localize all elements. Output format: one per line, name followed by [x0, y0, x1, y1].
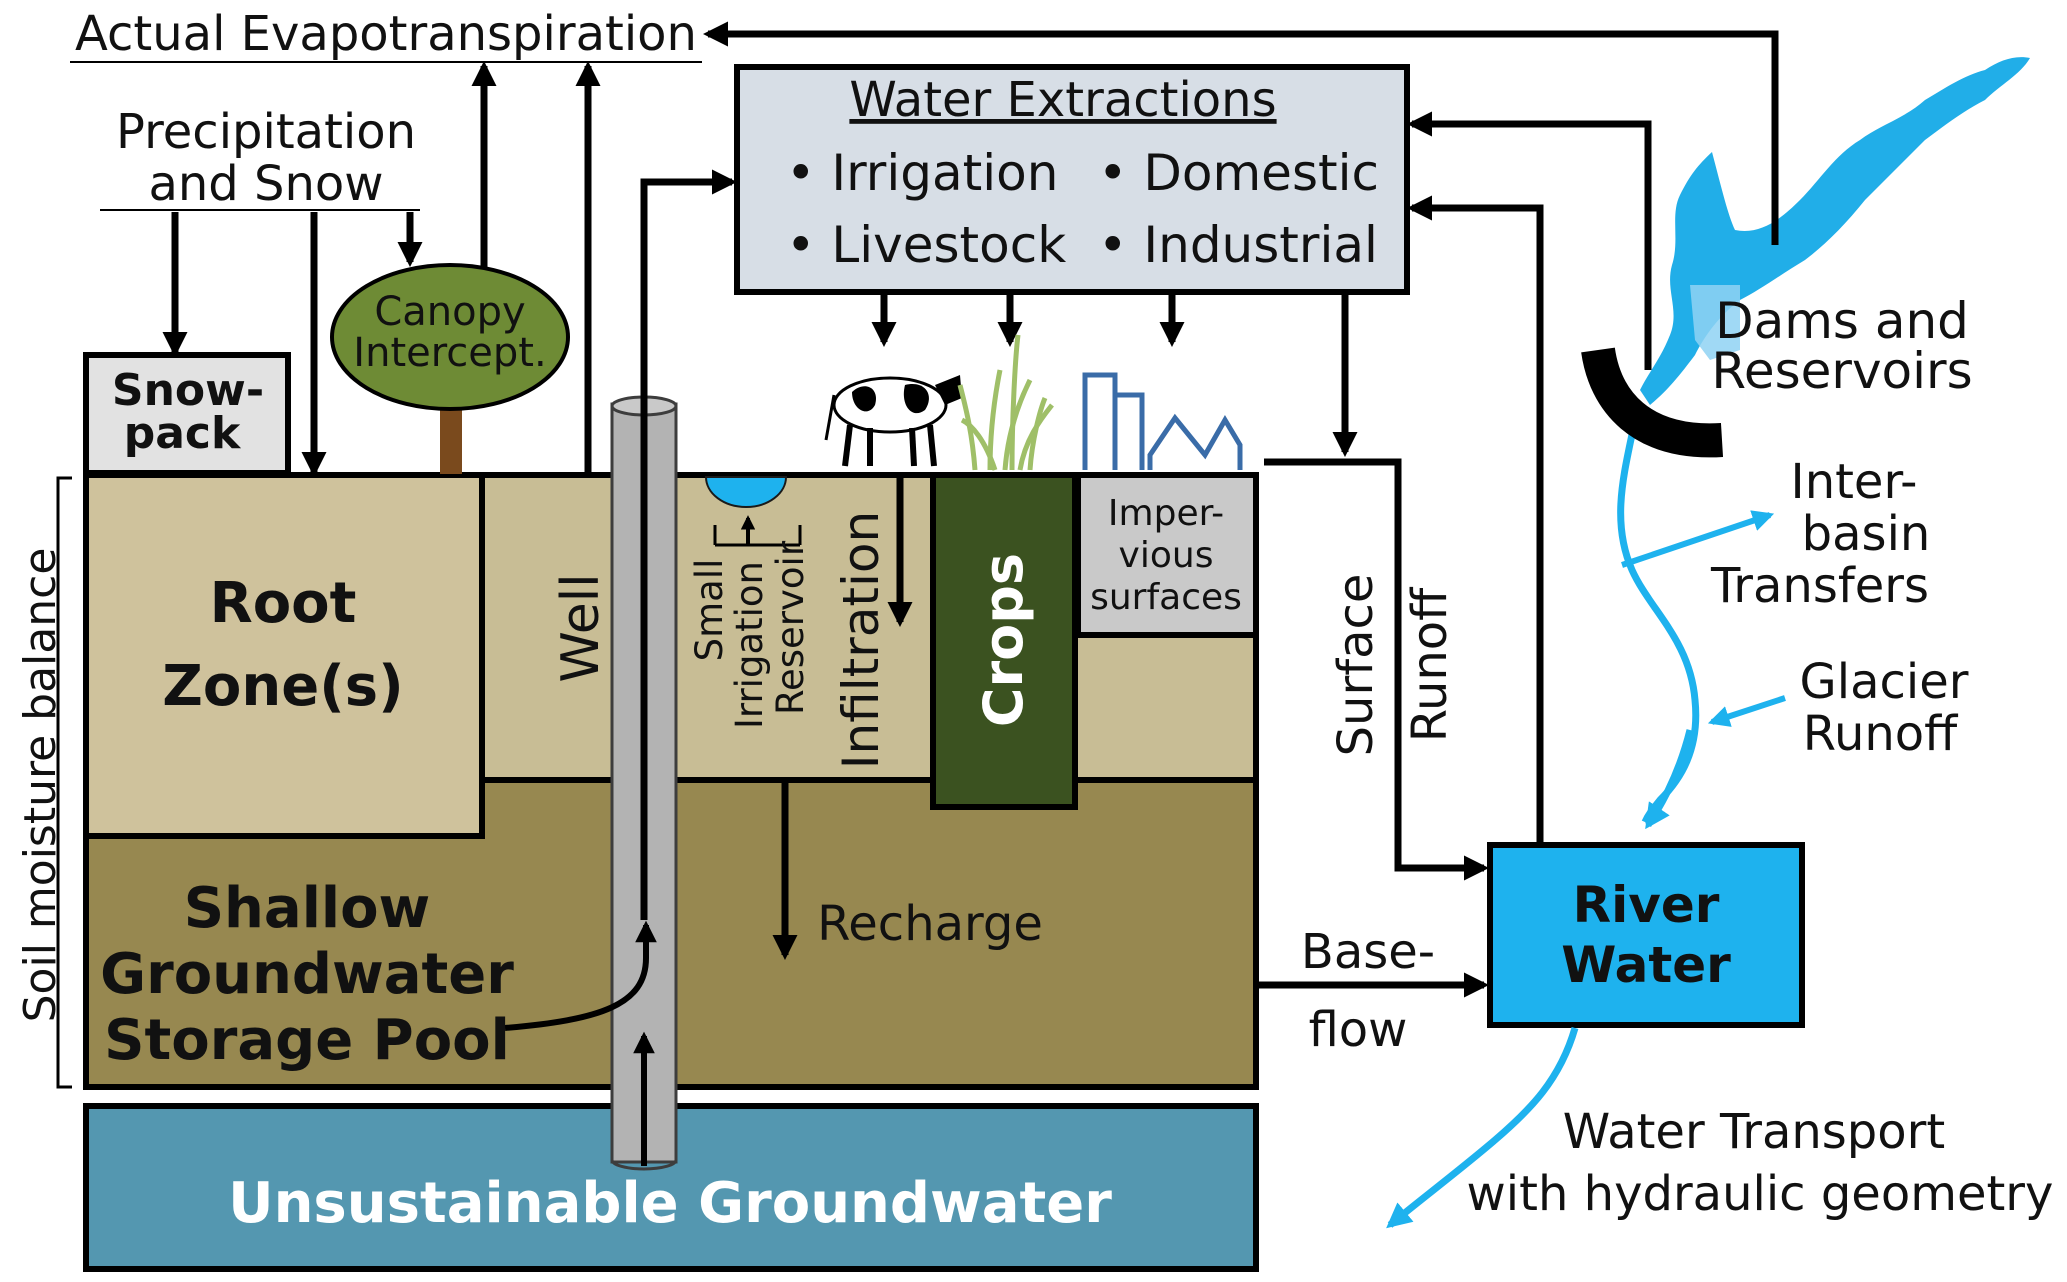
precip-label-1: Precipitation	[116, 104, 416, 160]
surface-runoff-label-1: Surface	[1328, 574, 1384, 757]
water-extractions-title: Water Extractions	[849, 72, 1276, 128]
root-zone-box	[83, 472, 485, 839]
root-zone-label-2: Zone(s)	[162, 654, 403, 719]
interbasin-label-1: Inter-	[1791, 454, 1918, 510]
baseflow-label-1: Base-	[1301, 924, 1435, 980]
soil-moisture-label: Soil moisture balance	[15, 548, 66, 1023]
small-res-label-2: Irrigation	[728, 561, 771, 729]
river-channel	[1617, 419, 1700, 824]
interbasin-label-2: basin	[1802, 506, 1931, 562]
dams-label-2: Reservoirs	[1711, 342, 1972, 400]
extraction-livestock: • Livestock	[786, 216, 1066, 274]
small-res-label-3: Reservoir	[769, 540, 812, 715]
cow-icon	[824, 375, 962, 467]
glacier-label-2: Runoff	[1803, 706, 1958, 762]
extraction-domestic: • Domestic	[1098, 144, 1379, 202]
crops-box	[930, 472, 1078, 810]
actual-et-label: Actual Evapotranspiration	[75, 6, 697, 62]
well-label: Well	[551, 573, 611, 682]
river-water-label-1: River	[1573, 876, 1720, 934]
shallow-gw-label-1: Shallow	[184, 876, 431, 941]
canopy-label-1: Canopy	[374, 289, 525, 335]
impervious-surfaces-box	[1075, 472, 1259, 638]
river-extraction-arrow	[1406, 195, 1544, 842]
shallow-gw-label-3: Storage Pool	[104, 1008, 510, 1073]
snowpack-label-1: Snow-	[112, 365, 264, 416]
infiltration-label: Infiltration	[832, 511, 890, 769]
impervious-label-1: Imper-	[1108, 493, 1224, 534]
buildings-icon	[1082, 372, 1243, 470]
shallow-gw-to-well-curve	[504, 920, 657, 1031]
transport-label-1: Water Transport	[1563, 1104, 1945, 1160]
dam-icon	[1581, 347, 1724, 458]
lake-light-section	[1690, 285, 1740, 360]
unsustainable-gw-label: Unsustainable Groundwater	[228, 1171, 1112, 1236]
tree-trunk	[440, 406, 462, 474]
impervious-label-2: vious	[1119, 535, 1214, 576]
soil-moisture-bracket	[56, 476, 72, 1089]
small-reservoir-pond	[704, 476, 788, 508]
extraction-industrial: • Industrial	[1098, 216, 1378, 274]
canopy-intercept	[330, 263, 570, 411]
extraction-irrigation: • Irrigation	[786, 144, 1058, 202]
crops-icon	[957, 334, 1054, 471]
reservoir-lake	[1640, 57, 2030, 406]
river-water-label-2: Water	[1561, 936, 1731, 994]
small-res-label-1: Small	[688, 559, 731, 662]
dams-label-1: Dams and	[1715, 292, 1969, 350]
precip-label-2: and Snow	[148, 156, 383, 212]
canopy-label-2: Intercept.	[353, 330, 546, 376]
well-extraction-arrow	[640, 169, 738, 920]
glacier-arrow	[1707, 695, 1786, 727]
reservoir-et-arrow	[702, 21, 1779, 245]
recharge-label: Recharge	[817, 896, 1043, 952]
interbasin-arrow	[1621, 510, 1775, 568]
well-pipe-bottom	[610, 1159, 678, 1171]
interbasin-label-3: Transfers	[1710, 558, 1929, 614]
snowpack-label-2: pack	[124, 408, 242, 459]
impervious-label-3: surfaces	[1090, 577, 1242, 618]
crops-label: Crops	[972, 553, 1035, 727]
glacier-label-1: Glacier	[1800, 654, 1969, 710]
shallow-gw-label-2: Groundwater	[100, 942, 514, 1007]
river-water-box	[1487, 842, 1805, 1028]
surface-runoff-arrow	[1264, 458, 1490, 881]
river-to-box-arrow	[1645, 729, 1694, 830]
transport-label-2: with hydraulic geometry	[1467, 1166, 2054, 1222]
baseflow-label-2: flow	[1309, 1002, 1408, 1058]
downstream-river	[1386, 1027, 1579, 1229]
reservoir-extraction-arrow	[1406, 111, 1652, 370]
surface-runoff-label-2: Runoff	[1402, 587, 1458, 742]
snowpack-box	[83, 352, 291, 476]
water-extractions-box	[734, 64, 1410, 295]
root-zone-label-1: Root	[210, 571, 357, 636]
